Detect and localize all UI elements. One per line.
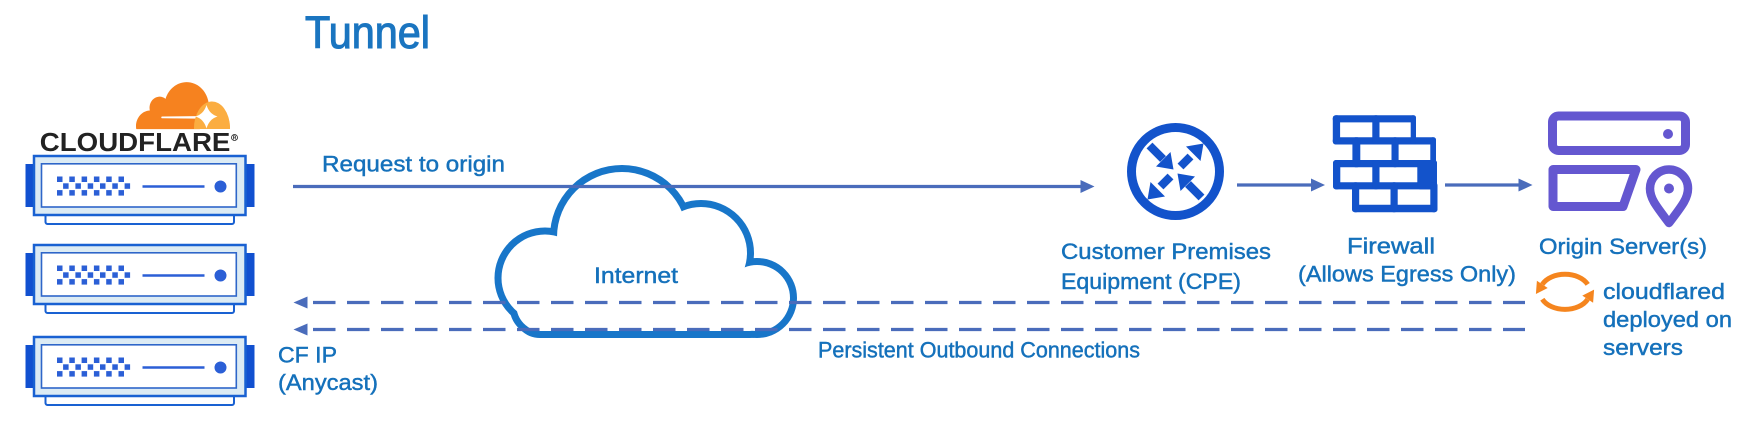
svg-text:Customer Premises: Customer Premises — [1061, 239, 1271, 264]
svg-text:servers: servers — [1603, 335, 1683, 360]
svg-text:CF IP: CF IP — [278, 343, 337, 368]
svg-text:Request to origin: Request to origin — [322, 152, 505, 177]
svg-text:Persistent Outbound Connection: Persistent Outbound Connections — [818, 338, 1140, 363]
svg-text:Tunnel: Tunnel — [305, 7, 430, 58]
svg-text:R: R — [233, 136, 237, 142]
svg-text:Firewall: Firewall — [1347, 234, 1435, 259]
svg-text:(Anycast): (Anycast) — [278, 370, 378, 395]
svg-text:deployed on: deployed on — [1603, 307, 1732, 332]
svg-text:cloudflared: cloudflared — [1603, 279, 1725, 304]
svg-text:Internet: Internet — [594, 263, 678, 288]
svg-text:CLOUDFLARE: CLOUDFLARE — [40, 129, 231, 157]
svg-text:(Allows Egress Only): (Allows Egress Only) — [1298, 262, 1516, 287]
svg-text:Equipment (CPE): Equipment (CPE) — [1061, 269, 1241, 294]
svg-text:Origin Server(s): Origin Server(s) — [1539, 234, 1707, 259]
